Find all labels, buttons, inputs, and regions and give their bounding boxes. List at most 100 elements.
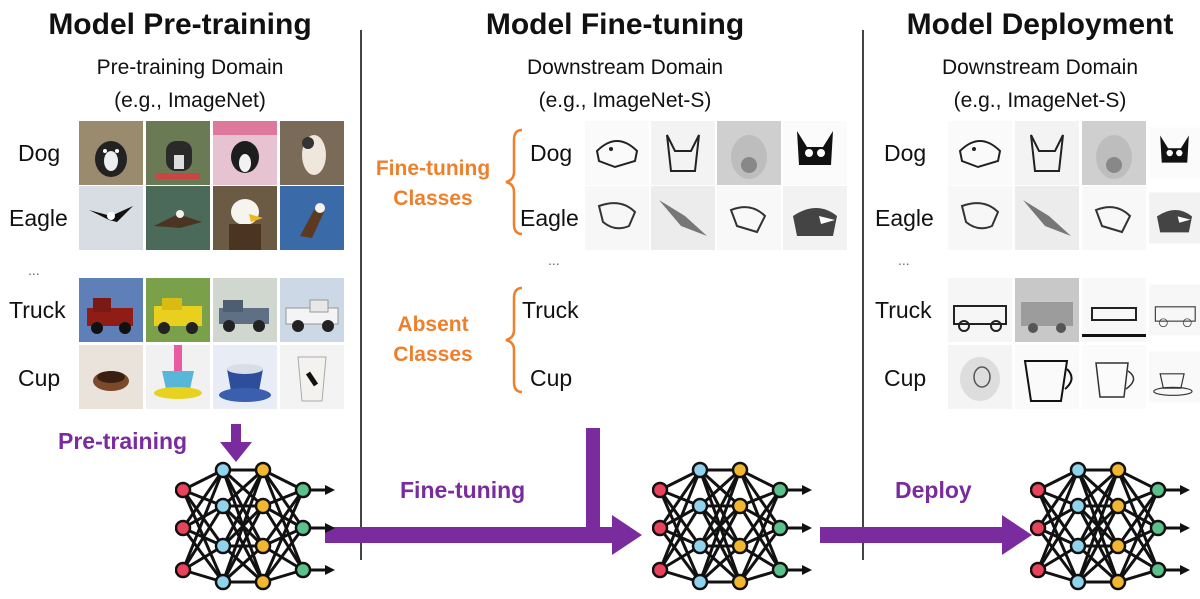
network-node	[1149, 481, 1167, 499]
finetuning-eagle-sketch	[651, 186, 715, 250]
network-output-arrowhead	[325, 565, 335, 575]
dep-label-truck: Truck	[875, 297, 932, 323]
pretraining-truck-image	[213, 278, 277, 342]
network-edge	[221, 544, 265, 584]
absent-classes-label: Absent Classes	[358, 310, 508, 370]
deployment-truck-sketch	[1149, 278, 1200, 342]
finetuning-dog-sketch	[651, 121, 715, 185]
network-edge	[698, 544, 742, 584]
network-edge	[181, 527, 225, 583]
network-node	[1149, 561, 1167, 579]
finetuning-bracket	[505, 128, 523, 236]
network-edge	[181, 469, 225, 571]
network-output-arrowhead	[325, 523, 335, 533]
network-output-arrowhead	[325, 485, 335, 495]
pretraining-cup-image	[280, 345, 344, 409]
network-node	[731, 461, 749, 479]
finetuning-title: Model Fine-tuning	[485, 8, 745, 41]
network-node	[1109, 573, 1127, 591]
network-output-arrowhead	[802, 523, 812, 533]
network-edge	[221, 469, 265, 547]
network-node	[174, 481, 192, 499]
deployment-eagle-sketch	[948, 186, 1012, 250]
pre-label-eagle: Eagle	[9, 205, 68, 231]
network-edge	[1116, 489, 1160, 583]
dep-label-cup: Cup	[884, 365, 927, 391]
pretraining-dog-image	[79, 121, 143, 185]
network-edge	[261, 527, 305, 583]
network-node	[254, 461, 272, 479]
ft-ellipsis: ...	[548, 252, 560, 268]
deploy-step-label: Deploy	[895, 477, 972, 503]
ft-label-cup: Cup	[530, 365, 573, 391]
network-node	[651, 561, 669, 579]
network-edge	[261, 489, 305, 547]
finetuning-classes-line2: Classes	[393, 187, 473, 210]
network-output-arrowhead	[1180, 565, 1190, 575]
pre-ellipsis: ...	[28, 262, 40, 278]
pretraining-truck-image	[146, 278, 210, 342]
network-edge	[698, 505, 742, 583]
finetuning-classes-line1: Fine-tuning	[375, 157, 491, 180]
finetuning-arrowhead-icon	[612, 515, 642, 555]
ft-label-dog: Dog	[530, 140, 573, 166]
pretraining-eagle-image	[213, 186, 277, 250]
pretraining-neural-network-icon	[174, 458, 340, 599]
network-edge	[1036, 469, 1080, 529]
finetuning-dog-sketch	[783, 121, 847, 185]
network-edge	[738, 527, 782, 583]
network-node	[731, 573, 749, 591]
network-node	[651, 481, 669, 499]
network-node	[254, 573, 272, 591]
deployment-dog-sketch	[1149, 121, 1200, 185]
finetuning-dog-sketch	[717, 121, 781, 185]
network-output-arrowhead	[802, 485, 812, 495]
network-edge	[1036, 505, 1080, 571]
network-edge	[738, 489, 782, 583]
network-edge	[658, 469, 702, 529]
network-edge	[221, 469, 265, 583]
network-edge	[698, 468, 742, 508]
network-node	[1069, 537, 1087, 555]
deployment-eagle-sketch	[1015, 186, 1079, 250]
pretraining-down-arrow-icon	[220, 424, 252, 462]
network-edge	[261, 489, 305, 583]
deployment-example: (e.g., ImageNet-S)	[953, 89, 1127, 112]
deployment-truck-sketch	[1015, 278, 1079, 342]
network-node	[771, 481, 789, 499]
finetuning-step-label: Fine-tuning	[400, 477, 526, 503]
network-node	[214, 537, 232, 555]
network-node	[294, 481, 312, 499]
network-node	[214, 573, 232, 591]
deployment-cup-sketch	[1015, 345, 1079, 409]
pretraining-eagle-image	[280, 186, 344, 250]
deployment-title: Model Deployment	[906, 8, 1174, 41]
network-edge	[698, 469, 742, 547]
network-node	[731, 537, 749, 555]
network-edge	[698, 469, 742, 583]
network-edge	[1076, 469, 1120, 547]
pretraining-eagle-image	[146, 186, 210, 250]
network-node	[691, 573, 709, 591]
network-node	[691, 497, 709, 515]
dep-label-dog: Dog	[884, 140, 927, 166]
network-node	[1069, 497, 1087, 515]
network-node	[1149, 519, 1167, 537]
network-node	[214, 497, 232, 515]
network-edge	[181, 469, 225, 529]
finetuning-dog-sketch	[585, 121, 649, 185]
network-edge	[658, 469, 702, 571]
ft-label-truck: Truck	[522, 297, 579, 323]
network-edge	[658, 505, 702, 571]
network-node	[174, 561, 192, 579]
network-output-arrowhead	[802, 565, 812, 575]
network-output-arrowhead	[1180, 485, 1190, 495]
finetuning-eagle-sketch	[585, 186, 649, 250]
deployment-dog-sketch	[1015, 121, 1079, 185]
network-edge	[1076, 469, 1120, 583]
deployment-eagle-sketch	[1082, 186, 1146, 250]
deploy-flow-bar	[820, 527, 1010, 543]
finetuning-eagle-sketch	[783, 186, 847, 250]
network-edge	[181, 505, 225, 571]
network-node	[1029, 519, 1047, 537]
